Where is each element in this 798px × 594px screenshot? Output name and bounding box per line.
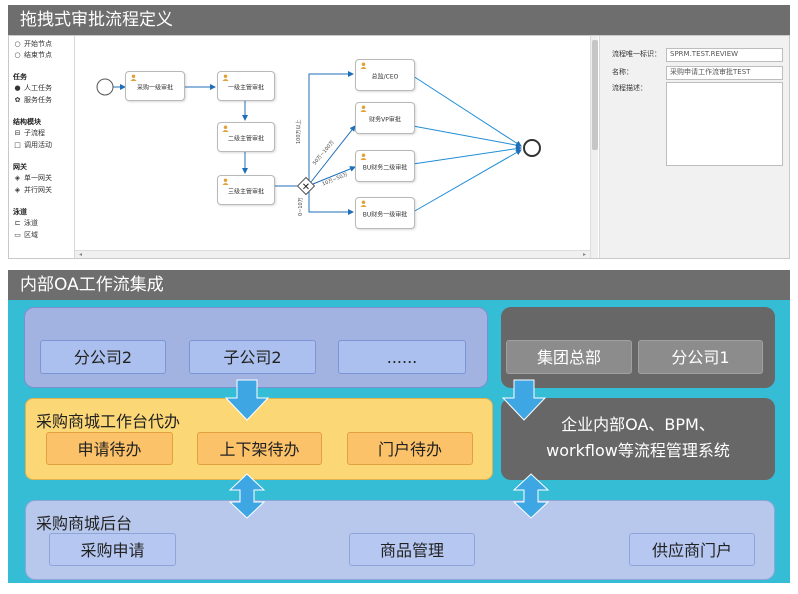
palette-service-task[interactable]: ✿服务任务	[14, 96, 52, 104]
portal-todo-button[interactable]: 门户待办	[347, 432, 473, 465]
gear-icon: ✿	[14, 96, 21, 104]
flow-n8-to-end	[412, 149, 522, 213]
top-title: 拖拽式审批流程定义	[20, 10, 173, 30]
product-management-button[interactable]: 商品管理	[349, 533, 475, 566]
user-icon	[130, 74, 137, 81]
down-arrow-subsidiaries-icon	[224, 379, 270, 421]
exclusive-gateway: ✕	[296, 176, 316, 196]
bottom-title: 内部OA工作流集成	[20, 275, 164, 295]
application-todo-button[interactable]: 申请待办	[46, 432, 173, 465]
palette-end-node[interactable]: ○结束节点	[14, 51, 52, 59]
palette-area[interactable]: ▭区域	[14, 231, 38, 239]
flow-connectors: ✕	[96, 71, 541, 215]
flow-n6-to-end	[412, 125, 522, 149]
user-icon	[360, 200, 367, 207]
task-node-manager-l3[interactable]: 三级主管审批	[217, 175, 275, 205]
oa-system-text: 企业内部OA、BPM、 workflow等流程管理系统	[501, 412, 775, 464]
task-node-bu-finance-l1[interactable]: BU财务一级审批	[355, 197, 415, 229]
oa-system-panel	[501, 398, 775, 480]
oa-system-line2: workflow等流程管理系统	[546, 441, 730, 460]
end-event	[523, 139, 541, 157]
flow-n5-to-end	[412, 75, 522, 147]
process-name-field[interactable]: 采购申请工作流审批TEST	[666, 66, 783, 80]
area-icon: ▭	[14, 231, 21, 239]
palette-user-task[interactable]: ●人工任务	[14, 84, 52, 92]
supplier-portal-button[interactable]: 供应商门户	[629, 533, 755, 566]
palette-subprocess[interactable]: ⊟子流程	[14, 129, 45, 137]
element-palette: ○开始节点 ○结束节点 任务 ●人工任务 ✿服务任务 结构模块 ⊟子流程 □调用…	[9, 36, 75, 258]
down-arrow-group-icon	[501, 379, 547, 421]
flow-gateway-to-n6	[310, 125, 356, 183]
process-key-field[interactable]: SPRM.TEST.REVIEW	[666, 48, 783, 62]
horizontal-scrollbar[interactable]: ◂ ▸	[75, 250, 590, 258]
palette-struct-heading: 结构模块	[13, 118, 41, 126]
more-companies-button[interactable]: ......	[338, 340, 466, 374]
process-key-label: 流程唯一标识：	[612, 50, 661, 58]
palette-exclusive-gateway[interactable]: ◈单一网关	[14, 174, 52, 182]
subprocess-icon: ⊟	[14, 129, 21, 137]
task-node-finance-vp[interactable]: 财务VP审批	[355, 102, 415, 134]
scroll-thumb[interactable]	[592, 40, 598, 150]
process-desc-textarea[interactable]	[666, 82, 783, 166]
palette-start-node[interactable]: ○开始节点	[14, 40, 52, 48]
branch-company-1-button[interactable]: 分公司1	[638, 340, 763, 374]
properties-panel: 流程唯一标识： SPRM.TEST.REVIEW 名称： 采购申请工作流审批TE…	[599, 36, 789, 258]
user-icon	[360, 153, 367, 160]
task-node-director-ceo[interactable]: 总监/CEO	[355, 59, 415, 91]
task-node-manager-l2[interactable]: 二级主管审批	[217, 122, 275, 152]
parallel-gateway-icon: ◈	[14, 186, 21, 194]
process-canvas[interactable]: ✕ 100万以上 50万~100万 10万~50万 0~10万 采购一级审批 一…	[75, 36, 590, 258]
lane-icon: ⊏	[14, 219, 21, 227]
user-icon	[360, 105, 367, 112]
palette-lane[interactable]: ⊏泳道	[14, 219, 38, 227]
workbench-title: 采购商城工作台代办	[36, 412, 181, 431]
bottom-title-bar: 内部OA工作流集成	[8, 270, 790, 300]
branch-company-2-button[interactable]: 分公司2	[40, 340, 166, 374]
top-title-bar: 拖拽式审批流程定义	[8, 5, 790, 35]
user-icon	[360, 62, 367, 69]
svg-text:✕: ✕	[302, 182, 310, 193]
scroll-right-icon[interactable]: ▸	[582, 251, 586, 258]
sync-arrow-oa-icon	[512, 473, 550, 519]
flow-gateway-to-n7	[312, 166, 356, 185]
user-icon	[222, 74, 229, 81]
process-desc-label: 流程描述：	[612, 84, 647, 92]
user-icon	[222, 178, 229, 185]
task-node-manager-l1[interactable]: 一级主管审批	[217, 71, 275, 101]
end-event-icon: ○	[14, 51, 21, 59]
subsidiary-2-button[interactable]: 子公司2	[189, 340, 316, 374]
exclusive-gateway-icon: ◈	[14, 174, 21, 182]
task-node-procurement-l1[interactable]: 采购一级审批	[125, 71, 185, 101]
process-name-label: 名称：	[612, 68, 633, 76]
purchase-request-button[interactable]: 采购申请	[49, 533, 176, 566]
workflow-designer: ○开始节点 ○结束节点 任务 ●人工任务 ✿服务任务 结构模块 ⊟子流程 □调用…	[8, 35, 790, 259]
flow-n7-to-end	[412, 145, 522, 165]
user-icon	[222, 125, 229, 132]
palette-call-activity[interactable]: □调用活动	[14, 141, 52, 149]
start-event-icon: ○	[14, 40, 21, 48]
palette-parallel-gateway[interactable]: ◈并行网关	[14, 186, 52, 194]
flow-gateway-to-n5	[308, 71, 354, 186]
start-event	[96, 78, 114, 96]
call-activity-icon: □	[14, 141, 21, 149]
palette-gateway-heading: 网关	[13, 163, 27, 171]
palette-lane-heading: 泳道	[13, 208, 27, 216]
vertical-scrollbar[interactable]	[590, 36, 598, 258]
sync-arrow-workbench-icon	[228, 473, 266, 519]
palette-task-heading: 任务	[13, 73, 27, 81]
oa-system-line1: 企业内部OA、BPM、	[561, 415, 715, 434]
backend-title: 采购商城后台	[36, 514, 133, 533]
user-icon: ●	[14, 84, 21, 92]
task-node-bu-finance-l2[interactable]: BU财务二级审批	[355, 150, 415, 182]
group-hq-button[interactable]: 集团总部	[506, 340, 632, 374]
listing-todo-button[interactable]: 上下架待办	[197, 432, 322, 465]
flow-gateway-to-n8	[308, 188, 354, 215]
scroll-left-icon[interactable]: ◂	[79, 251, 83, 258]
